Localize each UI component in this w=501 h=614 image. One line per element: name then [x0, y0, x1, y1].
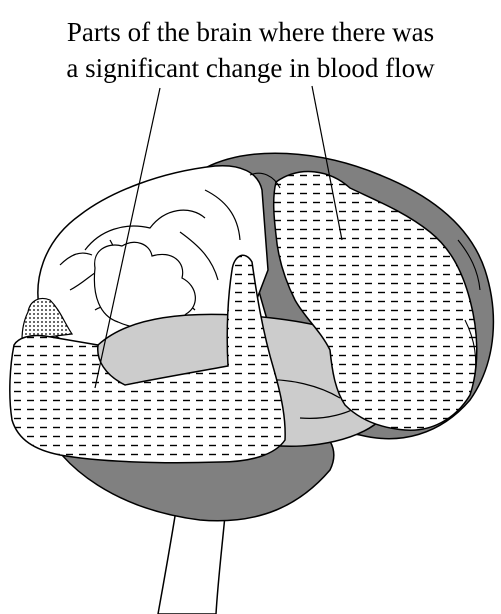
brain-diagram — [0, 0, 501, 614]
